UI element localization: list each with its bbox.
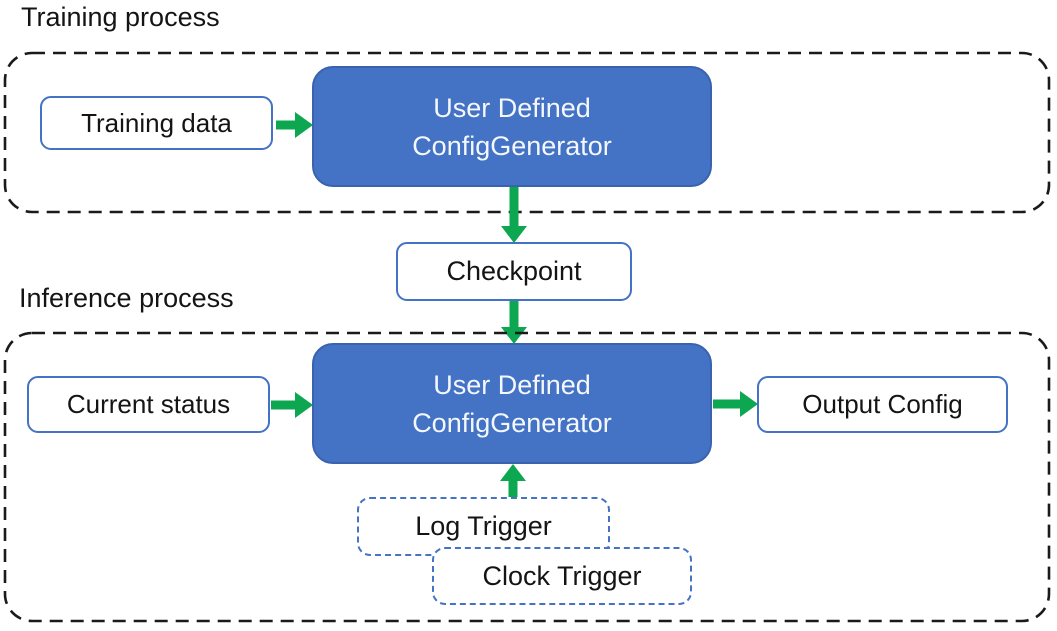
inference-config-generator-node: User Defined ConfigGenerator (312, 343, 712, 464)
inference-generator-line2: ConfigGenerator (412, 407, 612, 438)
inference-process-container (3, 331, 1051, 623)
current-status-label: Current status (66, 389, 231, 419)
current-status-node: Current status (27, 376, 270, 433)
arrow-head (499, 464, 526, 481)
output-config-label: Output Config (802, 389, 963, 419)
training-config-generator-node: User Defined ConfigGenerator (312, 66, 712, 187)
inference-generator-line1: User Defined (433, 369, 591, 400)
checkpoint-label: Checkpoint (446, 256, 582, 286)
arrow-checkpoint-to-inference-generator-icon (500, 301, 527, 344)
arrow-training-data-to-generator-icon (276, 111, 313, 138)
arrow-generator-to-checkpoint-icon (500, 187, 527, 243)
arrow-head (500, 226, 527, 243)
checkpoint-node: Checkpoint (396, 242, 632, 301)
arrow-head (295, 391, 313, 418)
arrow-head (500, 327, 527, 344)
training-process-label: Training process (21, 2, 220, 32)
arrow-shaft (508, 479, 517, 498)
arrow-shaft (509, 301, 518, 329)
arrow-shaft (271, 400, 296, 409)
arrow-head (740, 390, 758, 417)
arrow-head (295, 111, 313, 138)
training-generator-line1: User Defined (433, 92, 591, 123)
arrow-triggers-to-generator-icon (499, 464, 526, 498)
inference-process-label: Inference process (19, 283, 234, 313)
training-process-container (3, 51, 1051, 214)
arrow-shaft (713, 399, 741, 408)
arrow-current-status-to-generator-icon (271, 391, 313, 418)
arrow-shaft (509, 187, 518, 228)
log-trigger-label: Log Trigger (415, 511, 552, 541)
output-config-node: Output Config (757, 376, 1008, 433)
arrow-shaft (276, 120, 296, 129)
training-generator-line2: ConfigGenerator (412, 130, 612, 161)
clock-trigger-label: Clock Trigger (482, 560, 642, 591)
clock-trigger-node: Clock Trigger (432, 547, 692, 605)
training-data-node: Training data (40, 96, 273, 150)
training-data-label: Training data (81, 107, 232, 138)
arrow-generator-to-output-icon (713, 390, 758, 417)
log-trigger-node: Log Trigger (357, 497, 610, 556)
